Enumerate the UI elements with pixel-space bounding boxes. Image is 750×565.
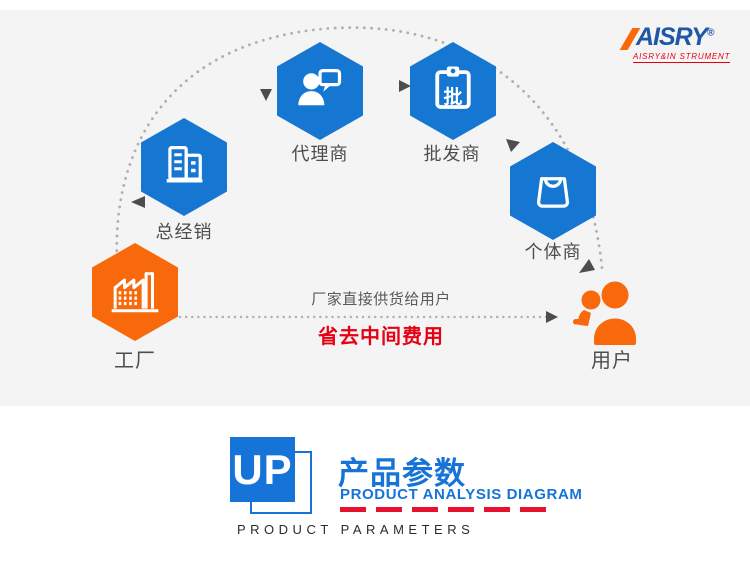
brand-tagline: AISRY&IN STRUMENT [633,52,731,63]
label-wholesaler: 批发商 [423,144,481,164]
red-dashed-divider [340,507,546,512]
shopping-bag-icon [527,163,579,220]
registered-mark: ® [706,27,715,39]
factory-icon [107,262,163,323]
up-logo-mark: UP [230,437,314,517]
section-caption: PRODUCT PARAMETERS [237,522,475,537]
direct-supply-text: 厂家直接供货给用户 [311,291,451,308]
node-wholesaler: 批 [410,42,496,140]
label-distributor: 总经销 [155,222,213,242]
section-title: 产品参数 [338,456,466,491]
up-filled-square: UP [230,437,295,502]
label-retailer: 个体商 [524,242,582,262]
node-factory [92,243,178,341]
label-agent: 代理商 [291,144,349,164]
node-agent [277,42,363,140]
person-chat-icon [294,63,346,120]
clipboard-icon [426,62,480,121]
buildings-icon [158,139,210,196]
brand-logo: AISRY® AISRY&IN STRUMENT [612,22,748,63]
label-factory: 工厂 [114,350,156,372]
section-subtitle: PRODUCT ANALYSIS DIAGRAM [340,486,583,503]
user-icon [570,274,646,351]
label-user: 用户 [591,350,633,372]
wholesaler-glyph: 批 [443,86,463,108]
savings-highlight-text: 省去中间费用 [318,326,444,348]
brand-name: AISRY® [636,23,715,51]
